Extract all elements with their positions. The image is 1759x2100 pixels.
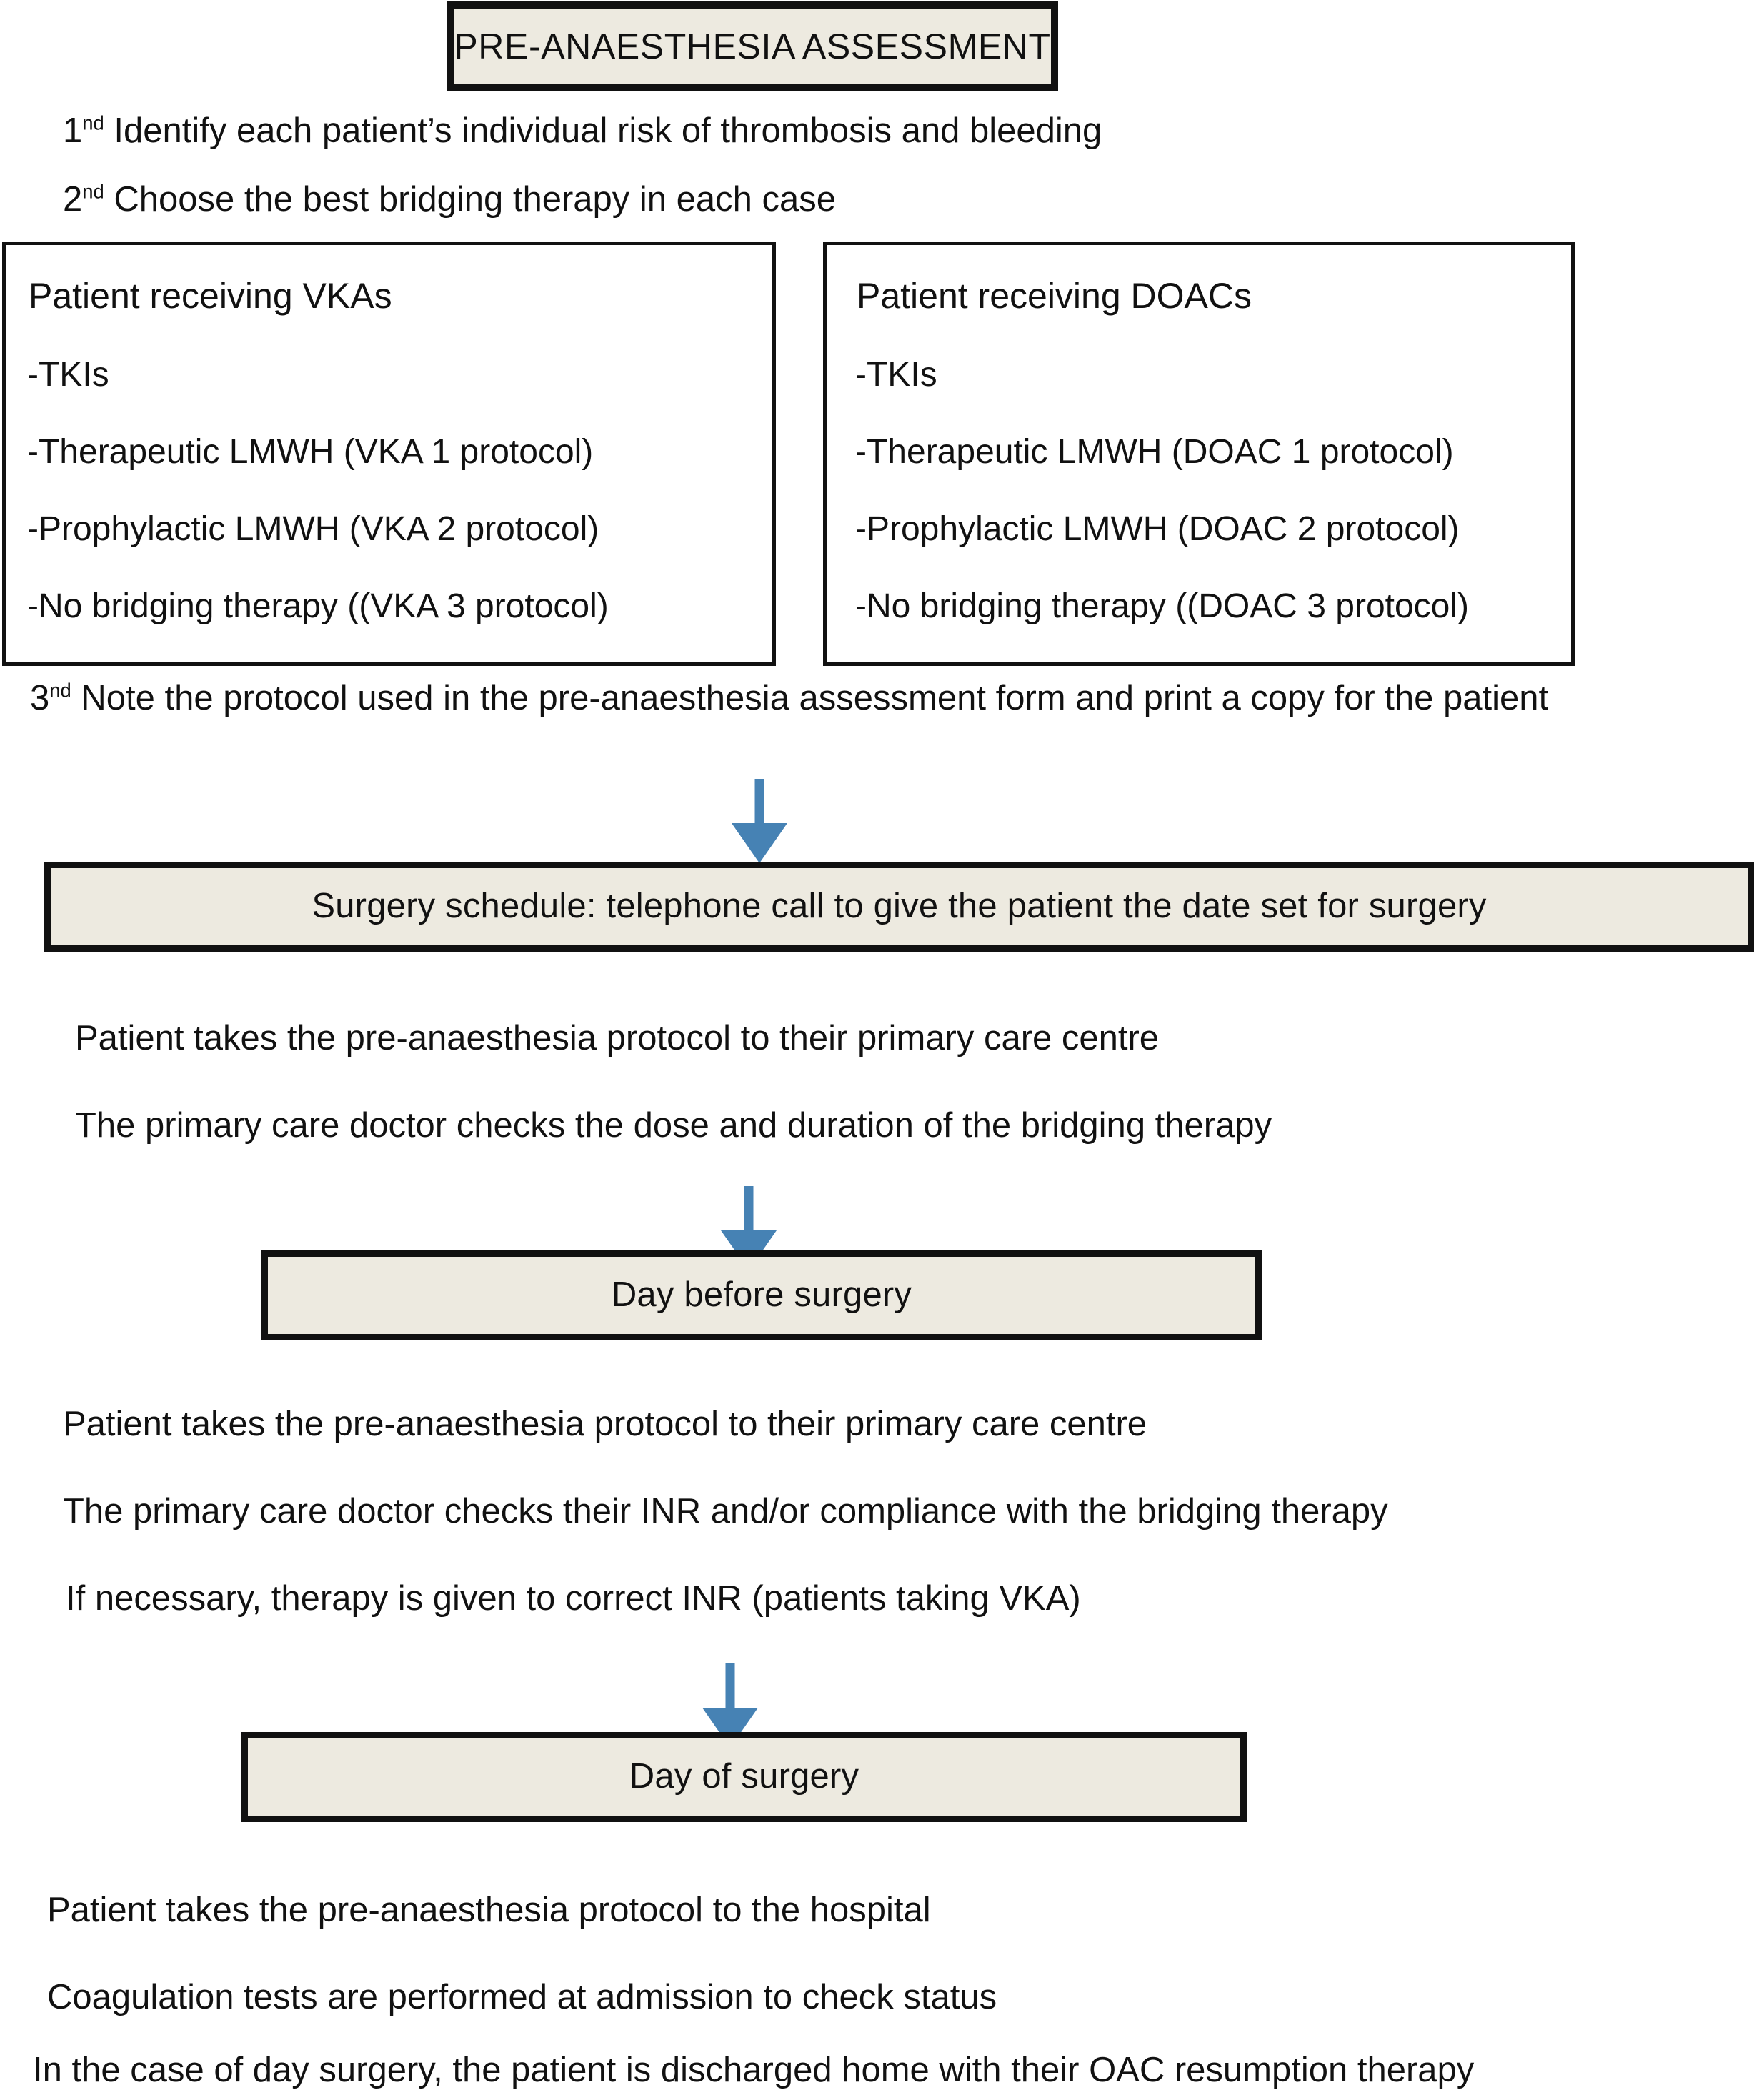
assessment-step-2: 2nd Choose the best bridging therapy in … xyxy=(63,181,836,218)
note-takes-protocol-primary-care-2: Patient takes the pre-anaesthesia protoc… xyxy=(63,1405,1147,1443)
patient-receiving-doacs-box: Patient receiving DOACs -TKIs -Therapeut… xyxy=(823,242,1575,666)
doac-box-title: Patient receiving DOACs xyxy=(857,276,1252,316)
surgery-schedule-box: Surgery schedule: telephone call to give… xyxy=(44,862,1754,952)
doac-item-no-bridging-therapy: -No bridging therapy ((DOAC 3 protocol) xyxy=(855,587,1470,625)
assessment-step-1-text: Identify each patient’s individual risk … xyxy=(104,111,1102,150)
day-of-surgery-label: Day of surgery xyxy=(629,1757,859,1796)
day-before-surgery-box: Day before surgery xyxy=(261,1250,1262,1340)
assessment-step-2-text: Choose the best bridging therapy in each… xyxy=(104,180,837,219)
assessment-step-1: 1nd Identify each patient’s individual r… xyxy=(63,111,1102,150)
day-before-surgery-label: Day before surgery xyxy=(611,1275,912,1315)
note-correct-inr-if-necessary: If necessary, therapy is given to correc… xyxy=(66,1579,1081,1618)
assessment-step-3-number: 3 xyxy=(30,679,50,717)
pre-anaesthesia-assessment-label: PRE-ANAESTHESIA ASSESSMENT xyxy=(454,26,1051,66)
note-day-surgery-discharge: In the case of day surgery, the patient … xyxy=(33,2051,1475,2089)
assessment-step-3: 3nd Note the protocol used in the pre-an… xyxy=(30,680,1548,717)
note-doctor-checks-dose-duration: The primary care doctor checks the dose … xyxy=(75,1106,1272,1145)
vka-item-prophylactic-lmwh: -Prophylactic LMWH (VKA 2 protocol) xyxy=(27,510,599,548)
patient-receiving-vkas-box: Patient receiving VKAs -TKIs -Therapeuti… xyxy=(2,242,776,666)
doac-item-prophylactic-lmwh: -Prophylactic LMWH (DOAC 2 protocol) xyxy=(855,510,1460,548)
assessment-step-2-number: 2 xyxy=(63,180,83,219)
assessment-step-1-ordinal: nd xyxy=(82,111,104,134)
vka-item-no-bridging-therapy: -No bridging therapy ((VKA 3 protocol) xyxy=(27,587,609,625)
note-coagulation-tests: Coagulation tests are performed at admis… xyxy=(47,1978,997,2016)
assessment-step-1-number: 1 xyxy=(63,111,83,150)
note-takes-protocol-hospital: Patient takes the pre-anaesthesia protoc… xyxy=(47,1891,931,1929)
doac-item-tkis: -TKIs xyxy=(855,356,937,394)
note-takes-protocol-primary-care-1: Patient takes the pre-anaesthesia protoc… xyxy=(75,1019,1160,1058)
surgery-schedule-label: Surgery schedule: telephone call to give… xyxy=(312,887,1487,926)
vka-item-tkis: -TKIs xyxy=(27,356,109,394)
assessment-step-3-ordinal: nd xyxy=(49,679,71,702)
vka-item-therapeutic-lmwh: -Therapeutic LMWH (VKA 1 protocol) xyxy=(27,433,594,471)
doac-item-therapeutic-lmwh: -Therapeutic LMWH (DOAC 1 protocol) xyxy=(855,433,1454,471)
assessment-step-2-ordinal: nd xyxy=(82,180,104,203)
day-of-surgery-box: Day of surgery xyxy=(241,1732,1247,1822)
vka-box-title: Patient receiving VKAs xyxy=(29,276,392,316)
assessment-step-3-text: Note the protocol used in the pre-anaest… xyxy=(71,679,1549,717)
pre-anaesthesia-assessment-box: PRE-ANAESTHESIA ASSESSMENT xyxy=(447,1,1058,91)
note-doctor-checks-inr-compliance: The primary care doctor checks their INR… xyxy=(63,1492,1388,1531)
